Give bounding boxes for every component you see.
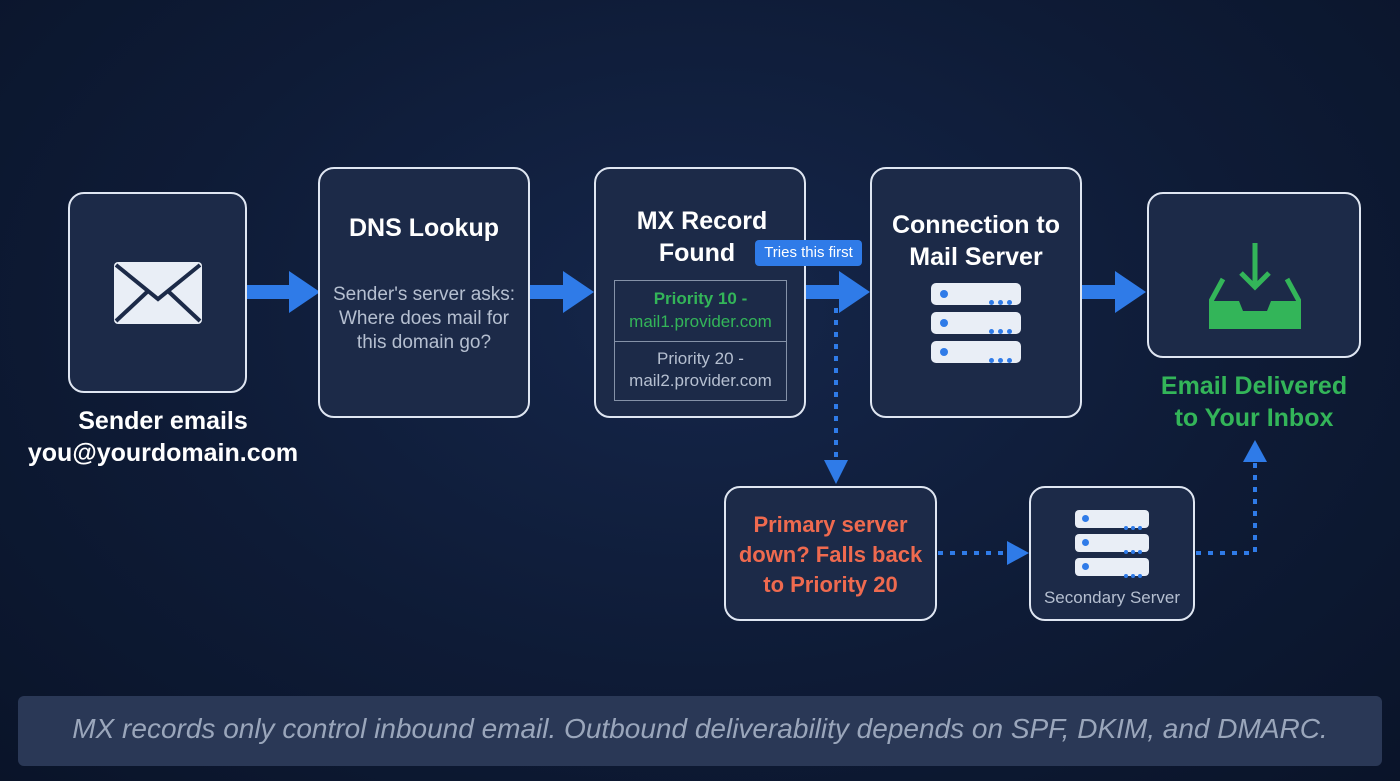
dns-body-line2: Where does mail for <box>338 308 509 329</box>
dns-body-line3: this domain go? <box>356 332 492 353</box>
mx-record-card: MX Record Found Priority 10 - mail1.prov… <box>594 167 806 418</box>
footer-note: MX records only control inbound email. O… <box>72 713 1328 744</box>
fallback-line2: down? Falls back <box>738 542 923 567</box>
mx-record-row-primary: Priority 10 - mail1.provider.com <box>615 281 786 342</box>
connection-title: Connection to Mail Server <box>872 209 1080 273</box>
inbox-caption-line2: to Your Inbox <box>1174 404 1334 432</box>
fallback-card: Primary server down? Falls back to Prior… <box>724 486 937 621</box>
arrow-sender-to-dns <box>247 271 320 313</box>
inbox-card <box>1147 192 1361 358</box>
fallback-line3: to Priority 20 <box>763 572 898 597</box>
server-icon <box>931 283 1023 365</box>
arrow-mx-to-connection <box>806 271 870 313</box>
sender-caption-line1: Sender emails <box>78 407 248 435</box>
secondary-server-icon <box>1075 510 1151 578</box>
secondary-server-label: Secondary Server <box>1043 588 1181 607</box>
dns-body-line1: Sender's server asks: <box>332 284 516 305</box>
arrow-connection-to-inbox <box>1082 271 1146 313</box>
tries-first-callout: Tries this first <box>755 240 862 266</box>
sender-caption-line2: you@yourdomain.com <box>27 439 299 467</box>
connection-title-line1: Connection to <box>891 211 1061 239</box>
fallback-text: Primary server down? Falls back to Prior… <box>726 510 935 600</box>
mx-title-line1: MX Record <box>636 207 768 235</box>
fallback-dotted-path <box>834 308 1257 555</box>
mx-title-line2: Found <box>658 239 736 267</box>
dns-lookup-title: DNS Lookup <box>349 214 499 242</box>
arrowhead-down <box>824 460 848 484</box>
mx-secondary-host: mail2.provider.com <box>629 371 772 390</box>
secondary-server-card: Secondary Server <box>1029 486 1195 621</box>
dns-lookup-card: DNS Lookup Sender's server asks: Where d… <box>318 167 530 418</box>
arrowhead-up <box>1243 440 1267 462</box>
sender-caption: Sender emails you@yourdomain.com <box>18 405 308 469</box>
mx-secondary-priority: Priority 20 - <box>657 349 744 368</box>
fallback-line1: Primary server <box>753 512 908 537</box>
arrow-dns-to-mx <box>530 271 594 313</box>
inbox-download-icon <box>1209 243 1301 329</box>
footer-note-bar: MX records only control inbound email. O… <box>18 696 1382 766</box>
inbox-caption-line1: Email Delivered <box>1160 372 1348 400</box>
mx-records-table: Priority 10 - mail1.provider.com Priorit… <box>614 280 787 401</box>
sender-card <box>68 192 247 393</box>
dns-lookup-body: Sender's server asks: Where does mail fo… <box>320 283 528 355</box>
connection-title-line2: Mail Server <box>909 243 1043 271</box>
mx-primary-host: mail1.provider.com <box>629 312 772 331</box>
envelope-icon <box>114 262 202 324</box>
mx-record-title: MX Record Found <box>596 205 808 269</box>
connection-card: Connection to Mail Server <box>870 167 1082 418</box>
inbox-caption: Email Delivered to Your Inbox <box>1120 370 1388 434</box>
mx-record-row-secondary: Priority 20 - mail2.provider.com <box>615 342 786 400</box>
arrowhead-right <box>1007 541 1029 565</box>
mx-primary-priority: Priority 10 - <box>653 289 748 308</box>
